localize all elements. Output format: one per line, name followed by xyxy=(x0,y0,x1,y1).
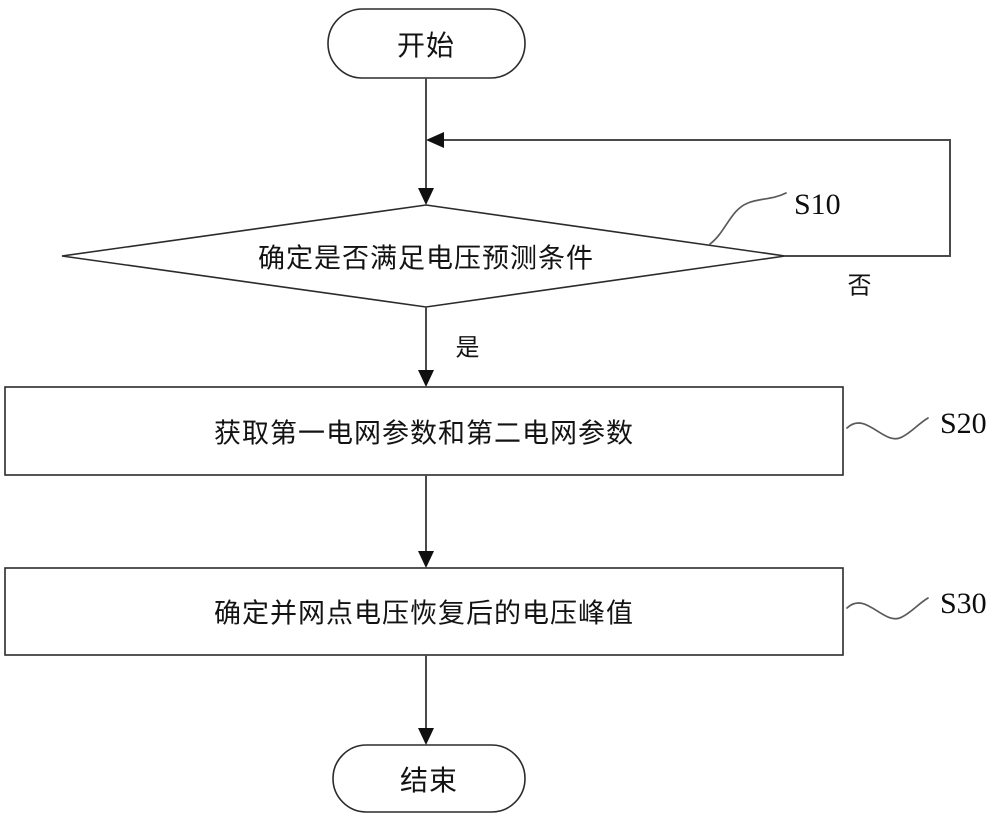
s30-leader-line xyxy=(846,597,929,620)
arrowhead-into-end xyxy=(418,728,434,745)
decision-node-label: 确定是否满足电压预测条件 xyxy=(258,243,594,275)
s30-node-label: 确定并网点电压恢复后的电压峰值 xyxy=(214,598,634,630)
arrowhead-into-s30 xyxy=(418,551,434,568)
s30-node-shape xyxy=(4,567,844,656)
arrowhead-feedback-loop xyxy=(426,132,444,148)
start-node-label: 开始 xyxy=(396,29,456,62)
s20-node-label: 获取第一电网参数和第二电网参数 xyxy=(214,418,634,450)
arrowhead-into-s20 xyxy=(418,370,434,387)
step-label-s10: S10 xyxy=(794,188,841,221)
branch-label-no: 否 xyxy=(847,271,873,300)
step-label-s30: S30 xyxy=(940,587,987,620)
s20-leader-line xyxy=(846,417,929,440)
end-node-label: 结束 xyxy=(399,764,459,797)
end-node-shape xyxy=(332,744,526,813)
arrowhead-into-decision xyxy=(418,188,434,205)
step-label-s20: S20 xyxy=(940,407,987,440)
branch-label-yes: 是 xyxy=(455,333,481,362)
s10-leader-line xyxy=(709,192,787,245)
connector-no-feedback-loop xyxy=(437,139,951,257)
s20-node-shape xyxy=(4,386,844,476)
